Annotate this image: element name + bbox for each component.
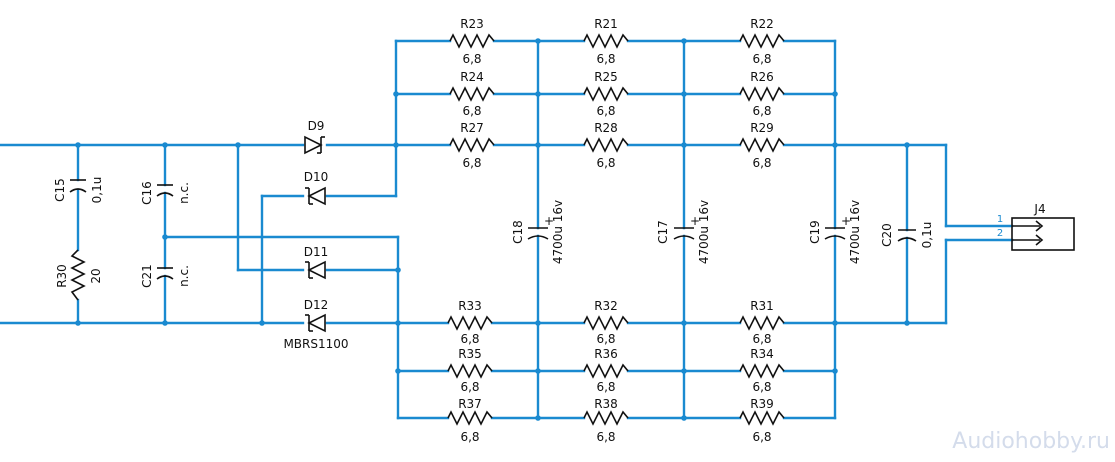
diode-bodies [304, 135, 326, 333]
resistor-value: 6,8 [596, 380, 615, 394]
resistor-value: 6,8 [596, 430, 615, 444]
svg-text:+: + [841, 214, 851, 228]
resistor-ref: R28 [594, 121, 618, 135]
svg-text:+: + [690, 214, 700, 228]
resistor-value: 6,8 [596, 104, 615, 118]
svg-text:+: + [544, 214, 554, 228]
capacitor-value: n.c. [177, 182, 191, 204]
resistor-ref: R22 [750, 17, 774, 31]
resistor-value: 6,8 [462, 104, 481, 118]
resistor-ref: R25 [594, 70, 618, 84]
resistor-bodies [70, 33, 785, 426]
resistor-value: 6,8 [460, 430, 479, 444]
watermark: Audiohobby.ru [952, 429, 1110, 454]
resistor-ref: R37 [458, 397, 482, 411]
resistor-value: 6,8 [752, 52, 771, 66]
resistor-ref: R33 [458, 299, 482, 313]
resistor-value: 6,8 [752, 380, 771, 394]
wires [0, 39, 1014, 420]
capacitor-bodies [69, 179, 917, 280]
capacitor-ref: C17 [656, 220, 670, 244]
capacitor-ref: C18 [511, 220, 525, 244]
resistor-value: 6,8 [752, 156, 771, 170]
resistor-ref: R34 [750, 347, 774, 361]
connector-pin-1: 1 [997, 214, 1003, 225]
resistor-ref: R35 [458, 347, 482, 361]
resistor-ref: R24 [460, 70, 484, 84]
resistor-ref: R26 [750, 70, 774, 84]
diode-ref: D12 [304, 298, 329, 312]
resistor-ref: R23 [460, 17, 484, 31]
resistor-value: 6,8 [460, 380, 479, 394]
resistor-value: 6,8 [752, 332, 771, 346]
capacitor-value: 0,1u [90, 177, 104, 204]
connector-ref: J4 [1033, 202, 1045, 216]
resistor-value: 6,8 [596, 332, 615, 346]
diode-ref: D10 [304, 170, 329, 184]
resistor-value: 6,8 [462, 52, 481, 66]
diode-ref: D9 [308, 119, 325, 133]
capacitor-value: 4700u 16v [551, 200, 565, 264]
capacitor-ref: C19 [808, 220, 822, 244]
capacitor-value: 4700u 16v [848, 200, 862, 264]
resistor-value: 6,8 [462, 156, 481, 170]
resistor-ref: R30 [55, 264, 69, 288]
capacitor-ref: C20 [880, 223, 894, 247]
resistor-value: 6,8 [752, 104, 771, 118]
resistor-labels: R23 6,8 R21 6,8 R22 6,8 R24 6,8 R25 6,8 … [55, 17, 774, 444]
capacitor-ref: C21 [140, 264, 154, 288]
junctions [75, 38, 910, 421]
resistor-value: 20 [89, 268, 103, 283]
capacitor-labels: C15 0,1u C16 n.c. C21 n.c. C18 4700u 16v… [53, 177, 934, 288]
capacitor-ref: C15 [53, 178, 67, 202]
resistor-ref: R39 [750, 397, 774, 411]
capacitor-value: 0,1u [920, 222, 934, 249]
connector-j4: J4 1 2 [997, 202, 1075, 251]
resistor-value: 6,8 [596, 156, 615, 170]
resistor-ref: R38 [594, 397, 618, 411]
diode-ref: D11 [304, 245, 329, 259]
diode-labels: D9 D10 D11 D12 MBRS1100 [283, 119, 348, 351]
resistor-value: 6,8 [752, 430, 771, 444]
connector-pin-2: 2 [997, 228, 1003, 239]
capacitor-polarity: + + + [544, 214, 851, 228]
resistor-ref: R27 [460, 121, 484, 135]
diode-value: MBRS1100 [283, 337, 348, 351]
resistor-ref: R32 [594, 299, 618, 313]
resistor-ref: R29 [750, 121, 774, 135]
capacitor-ref: C16 [140, 181, 154, 205]
resistor-ref: R31 [750, 299, 774, 313]
resistor-ref: R21 [594, 17, 618, 31]
resistor-value: 6,8 [596, 52, 615, 66]
resistor-ref: R36 [594, 347, 618, 361]
capacitor-value: n.c. [177, 265, 191, 287]
capacitor-value: 4700u 16v [697, 200, 711, 264]
resistor-value: 6,8 [460, 332, 479, 346]
